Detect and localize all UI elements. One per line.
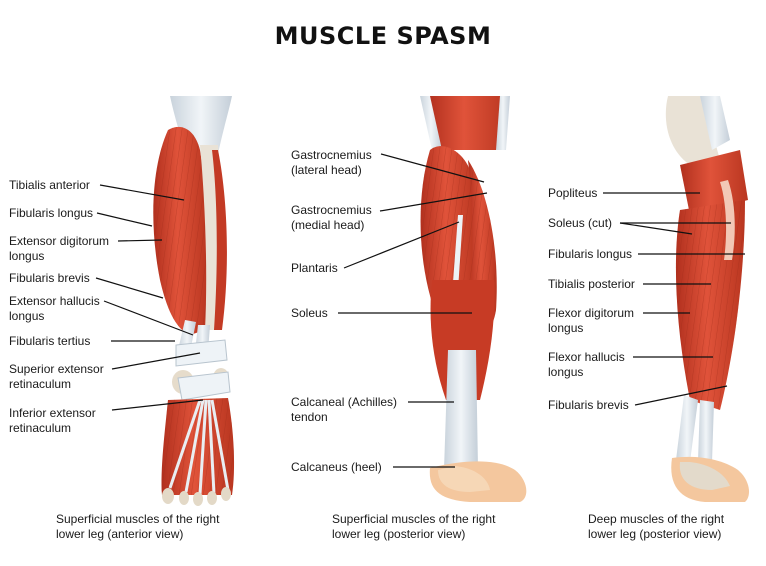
leader-extensor-digitorum-longus <box>117 239 163 242</box>
leader-soleus-cut-b <box>619 222 693 235</box>
label-fibularis-tertius: Fibularis tertius <box>9 334 91 348</box>
page-title: MUSCLE SPASM <box>274 22 492 50</box>
leader-fibularis-brevis <box>95 277 164 299</box>
label-fibularis-longus-deep: Fibularis longus <box>548 247 633 261</box>
label-calcaneal-achilles-tendon: Calcaneal (Achilles) tendon <box>291 395 398 424</box>
label-flexor-digitorum-longus: Flexor digitorum longus <box>548 306 635 335</box>
label-extensor-digitorum-longus: Extensor digitorum longus <box>9 234 110 263</box>
label-plantaris: Plantaris <box>291 261 338 275</box>
posterior-deep-leg-illustration <box>665 96 750 502</box>
label-gastrocnemius-lateral-head: Gastrocnemius (lateral head) <box>291 148 372 177</box>
label-tibialis-anterior: Tibialis anterior <box>9 178 90 192</box>
leader-fibularis-brevis-deep <box>634 385 728 406</box>
caption-posterior-superficial-view: Superficial muscles of the right lower l… <box>332 512 496 541</box>
label-superior-extensor-retinaculum: Superior extensor retinaculum <box>9 362 104 391</box>
label-flexor-hallucis-longus: Flexor hallucis longus <box>548 350 625 379</box>
leader-gastrocnemius-lateral <box>380 153 485 183</box>
label-soleus: Soleus <box>291 306 328 320</box>
label-popliteus: Popliteus <box>548 186 598 200</box>
leader-plantaris <box>343 221 460 269</box>
leader-superior-extensor-retinaculum <box>111 352 201 370</box>
label-soleus-cut: Soleus (cut) <box>548 216 613 230</box>
leader-lines <box>95 153 745 468</box>
label-gastrocnemius-medial-head: Gastrocnemius (medial head) <box>291 203 372 232</box>
label-calcaneus-heel: Calcaneus (heel) <box>291 460 382 474</box>
label-fibularis-brevis-deep: Fibularis brevis <box>548 398 629 412</box>
label-tibialis-posterior: Tibialis posterior <box>548 277 635 291</box>
leader-extensor-hallucis-longus <box>103 300 194 336</box>
label-fibularis-longus: Fibularis longus <box>9 206 94 220</box>
leader-tibialis-anterior <box>99 184 185 201</box>
leader-inferior-extensor-retinaculum <box>111 399 204 411</box>
leader-gastrocnemius-medial <box>379 192 488 212</box>
anterior-leg-illustration <box>153 96 235 506</box>
caption-anterior-view: Superficial muscles of the right lower l… <box>56 512 220 541</box>
label-inferior-extensor-retinaculum: Inferior extensor retinaculum <box>9 406 96 435</box>
label-fibularis-brevis: Fibularis brevis <box>9 271 90 285</box>
caption-posterior-deep-view: Deep muscles of the right lower leg (pos… <box>588 512 725 541</box>
leader-fibularis-longus <box>96 212 153 227</box>
posterior-superficial-leg-illustration <box>420 96 527 502</box>
label-extensor-hallucis-longus: Extensor hallucis longus <box>9 294 100 323</box>
